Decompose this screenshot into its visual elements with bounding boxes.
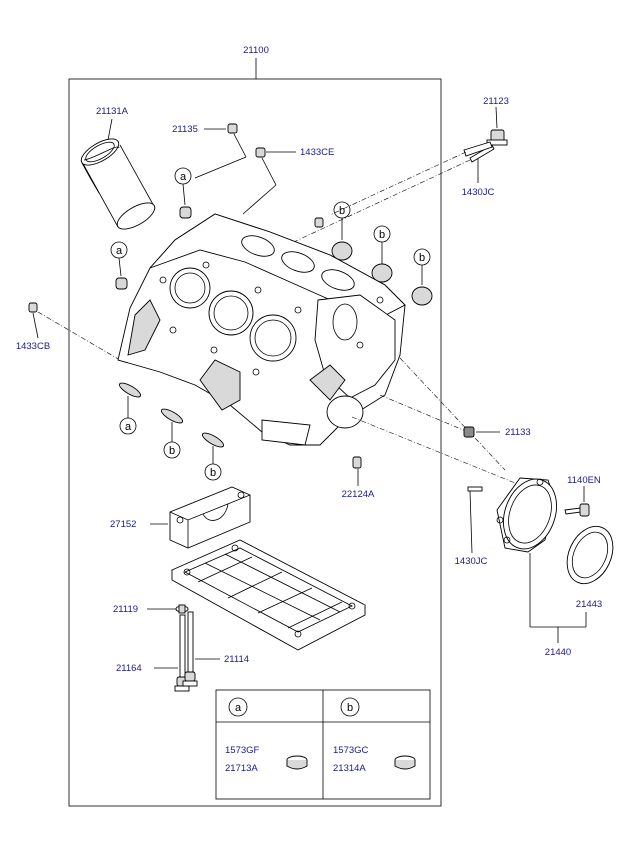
- callout-b-4: [163, 441, 181, 459]
- bolt-21114: [182, 611, 198, 687]
- svg-text:b: b: [339, 205, 345, 217]
- bolt-21123: [469, 129, 508, 163]
- label-21114[interactable]: 21114: [224, 654, 249, 665]
- label-21440[interactable]: 21440: [545, 647, 571, 658]
- dowel-22124A: [352, 456, 362, 469]
- assembly-frame: [68, 78, 442, 807]
- svg-text:a: a: [116, 245, 123, 257]
- svg-text:a: a: [125, 421, 132, 433]
- plug-21133: [463, 426, 475, 438]
- label-21443[interactable]: 21443: [576, 599, 602, 610]
- bolt-1140EN: [564, 503, 590, 517]
- label-1140EN[interactable]: 1140EN: [567, 475, 601, 486]
- label-27152[interactable]: 27152: [110, 519, 136, 530]
- label-21123[interactable]: 21123: [483, 96, 509, 107]
- label-21131A[interactable]: 21131A: [96, 106, 129, 117]
- svg-text:b: b: [210, 467, 216, 479]
- label-21100[interactable]: 21100: [243, 45, 269, 56]
- plug-1433CB: [28, 302, 38, 313]
- ring-b-icon: [394, 755, 416, 770]
- label-22124A[interactable]: 22124A: [342, 489, 375, 500]
- label-1433CB[interactable]: 1433CB: [16, 341, 50, 352]
- label-21314A[interactable]: 21314A: [333, 763, 366, 774]
- plug-21135: [227, 123, 238, 134]
- cylinder-liner: [80, 138, 156, 230]
- label-1433CE[interactable]: 1433CE: [300, 147, 334, 158]
- legend-b-circle: [340, 697, 360, 717]
- label-21164[interactable]: 21164: [116, 663, 142, 674]
- label-21119[interactable]: 21119: [113, 604, 138, 615]
- callout-a-3: [119, 417, 137, 435]
- label-1573GC[interactable]: 1573GC: [333, 745, 369, 756]
- legend-a-circle: [228, 697, 248, 717]
- pin-1430JC-bottom: [467, 486, 483, 492]
- svg-text:b: b: [419, 252, 425, 264]
- svg-text:a: a: [235, 702, 242, 714]
- label-1430JC-bottom[interactable]: 1430JC: [455, 556, 488, 567]
- oil-seal-21443: [566, 525, 614, 585]
- label-21713A[interactable]: 21713A: [225, 763, 258, 774]
- engine-block: [117, 213, 406, 446]
- label-1573GF[interactable]: 1573GF: [225, 745, 260, 756]
- plug-1433CE: [255, 147, 266, 158]
- label-21133[interactable]: 21133: [505, 427, 531, 438]
- svg-text:b: b: [379, 229, 385, 241]
- legend-table: a b 1573GF 21713A 1573GC 21314A: [215, 689, 431, 800]
- pin-1430JC-top: [463, 141, 493, 157]
- bolt-21119: [175, 604, 189, 614]
- svg-text:b: b: [347, 702, 353, 714]
- svg-text:a: a: [180, 171, 187, 183]
- ring-a-icon: [286, 755, 308, 770]
- svg-text:b: b: [169, 445, 175, 457]
- label-1430JC-top[interactable]: 1430JC: [462, 187, 495, 198]
- seal-retainer-21440: [496, 477, 557, 553]
- ladder-frame: [170, 539, 366, 651]
- label-21135[interactable]: 21135: [172, 124, 198, 135]
- bearing-cap-27152: [169, 486, 251, 549]
- callout-b-5: [204, 463, 222, 481]
